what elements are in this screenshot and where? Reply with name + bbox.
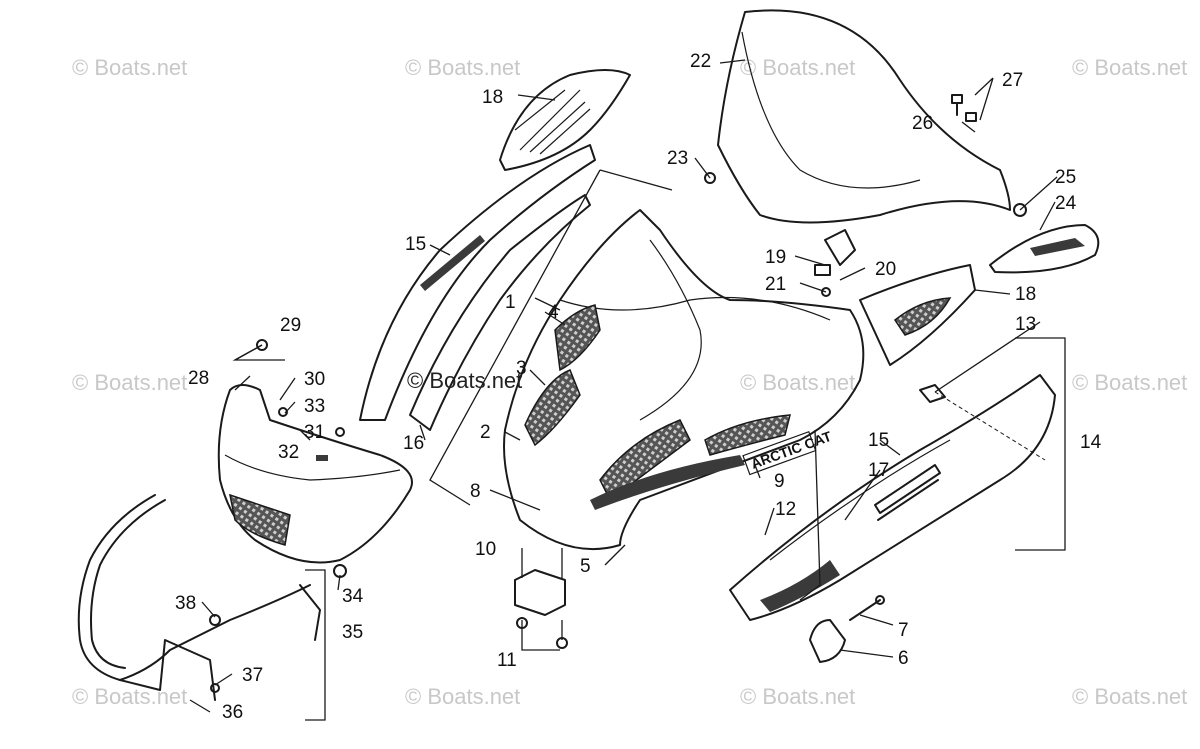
callout-26: 26 — [912, 113, 933, 134]
watermark-text: © Boats.net — [405, 55, 520, 80]
mount-10-11 — [514, 569, 568, 649]
callout-18b: 18 — [1015, 284, 1036, 305]
callout-6: 6 — [898, 648, 909, 669]
watermark-text: © Boats.net — [1072, 55, 1187, 80]
callout-18a: 18 — [482, 87, 503, 108]
watermark-text: © Boats.net — [740, 370, 855, 395]
callout-24: 24 — [1055, 193, 1077, 214]
callout-31: 31 — [304, 422, 325, 443]
callout-16: 16 — [403, 433, 424, 454]
callout-10: 10 — [475, 539, 496, 560]
callout-8: 8 — [470, 481, 481, 502]
callout-2: 2 — [480, 422, 491, 443]
callout-32: 32 — [278, 442, 299, 463]
callout-38: 38 — [175, 593, 196, 614]
callout-15a: 15 — [405, 234, 426, 255]
clip-13 — [919, 384, 946, 403]
watermark-text: © Boats.net — [72, 370, 187, 395]
bracket-6-7 — [809, 595, 885, 663]
watermark-text: © Boats.net — [1072, 684, 1187, 709]
right-side-panel — [729, 374, 1056, 621]
callout-34: 34 — [342, 586, 364, 607]
callout-36: 36 — [222, 702, 243, 723]
callout-9: 9 — [774, 471, 785, 492]
callout-29: 29 — [280, 315, 301, 336]
watermark-text: © Boats.net — [405, 684, 520, 709]
hood: ARCTIC CAT — [503, 209, 865, 551]
watermark-text: © Boats.net — [1072, 370, 1187, 395]
vent-top — [499, 69, 631, 171]
watermark-text: © Boats.net — [740, 684, 855, 709]
watermark-text: © Boats.net — [740, 55, 855, 80]
watermark-text: © Boats.net — [72, 684, 187, 709]
callout-13: 13 — [1015, 314, 1036, 335]
callout-numbers: 1 2 3 4 5 6 7 8 9 10 11 12 13 14 15 15 1… — [175, 51, 1102, 723]
callout-19: 19 — [765, 247, 786, 268]
callout-11: 11 — [497, 650, 517, 671]
screws-26-27 — [951, 94, 977, 122]
vent-side — [859, 264, 976, 366]
fasteners-29-34 — [256, 339, 347, 578]
callout-3: 3 — [516, 358, 527, 379]
bracket-19-20-21 — [814, 229, 856, 297]
knob-23 — [704, 172, 716, 184]
callout-7: 7 — [898, 620, 909, 641]
windshield — [717, 9, 1027, 224]
callout-28: 28 — [188, 368, 209, 389]
callout-30: 30 — [304, 369, 325, 390]
callout-35: 35 — [342, 622, 363, 643]
callout-27: 27 — [1002, 70, 1023, 91]
callout-4: 4 — [548, 302, 559, 323]
callout-21: 21 — [765, 274, 786, 295]
callout-5: 5 — [580, 556, 591, 577]
callout-22: 22 — [690, 51, 711, 72]
callout-33: 33 — [304, 396, 325, 417]
watermark-text: © Boats.net — [72, 55, 187, 80]
callout-37: 37 — [242, 665, 263, 686]
callout-1: 1 — [505, 292, 516, 313]
callout-25: 25 — [1055, 167, 1076, 188]
side-deflector — [989, 224, 1100, 274]
callout-14: 14 — [1080, 432, 1102, 453]
left-side-panels — [359, 144, 596, 431]
nose-cone — [217, 384, 413, 564]
callout-20: 20 — [875, 259, 896, 280]
callout-23: 23 — [667, 148, 688, 169]
callout-12: 12 — [775, 499, 796, 520]
leader-lines — [189, 59, 1066, 721]
watermarks: © Boats.net © Boats.net © Boats.net © Bo… — [72, 55, 1187, 709]
callout-15b: 15 — [868, 430, 889, 451]
overlay-watermark: © Boats.net — [407, 368, 522, 393]
callout-17: 17 — [868, 460, 889, 481]
bumper — [77, 494, 321, 701]
